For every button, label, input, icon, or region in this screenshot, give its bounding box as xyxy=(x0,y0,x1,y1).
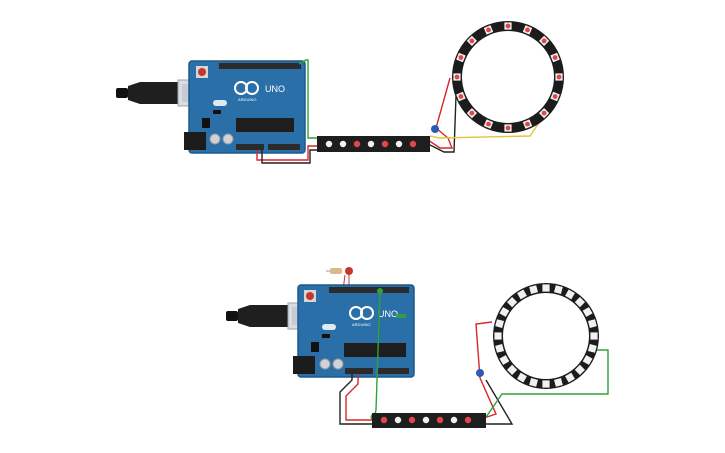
ring-top-led-9-glow xyxy=(505,125,511,131)
capacitor-1-top xyxy=(209,133,221,145)
strip-led-bottom-1 xyxy=(380,416,388,424)
atmega-chip-bottom xyxy=(344,343,406,357)
ring-bottom-led-1 xyxy=(542,284,550,292)
ring-top-led-16-glow xyxy=(486,27,491,33)
board-model-bottom: UNO xyxy=(378,309,398,319)
analog-header-top xyxy=(268,144,300,150)
arduino-board-bottom[interactable]: UNO ARDUINO xyxy=(297,284,415,378)
capacitor-2-top xyxy=(222,133,234,145)
ring-top-led-13-glow xyxy=(454,74,460,80)
capacitor-blue-bottom[interactable] xyxy=(476,369,484,377)
wire-green-ring-bottom xyxy=(483,349,609,421)
led-strip-top[interactable] xyxy=(317,136,430,152)
ring-bottom-led-7 xyxy=(590,332,598,340)
ring-top-led-10-glow xyxy=(486,121,491,127)
ring-bottom-led-2 xyxy=(553,285,563,295)
ring-bottom-led-14 xyxy=(529,377,539,387)
ring-bottom-led-3 xyxy=(565,289,575,300)
ring-bottom-led-18 xyxy=(495,343,505,353)
ring-bottom-led-13 xyxy=(542,380,550,388)
ring-top-led-6-glow xyxy=(552,94,558,99)
resistor-bottom xyxy=(330,268,342,274)
arduino-logo-bottom: UNO ARDUINO xyxy=(349,306,398,327)
arduino-board-top[interactable]: UNO ARDUINO xyxy=(188,60,306,154)
ring-bottom-led-12 xyxy=(553,377,563,387)
ring-top-led-11-glow xyxy=(469,110,475,116)
power-jack-top[interactable] xyxy=(184,132,206,150)
red-led-bottom xyxy=(345,267,353,275)
analog-header-bottom xyxy=(377,368,409,374)
strip-led-bottom-4 xyxy=(422,416,430,424)
ring-top-led-3-glow xyxy=(541,38,547,44)
ring-bottom-led-24 xyxy=(529,285,539,295)
wire-yellow-ring-top xyxy=(429,113,546,139)
arduino-logo-top: UNO ARDUINO xyxy=(234,81,285,102)
ring-bottom-led-8 xyxy=(587,343,597,353)
resistor-led-bottom[interactable] xyxy=(326,267,353,291)
strip-led-top-6 xyxy=(395,140,403,148)
atmega-chip-top xyxy=(236,118,294,132)
ring-bottom-led-6 xyxy=(587,319,597,329)
ring-bottom-led-19 xyxy=(494,332,502,340)
reset-button-top xyxy=(198,68,206,76)
ring-bottom-led-4 xyxy=(574,297,585,308)
led-strip-bottom[interactable] xyxy=(372,413,486,428)
ring-top-led-7-glow xyxy=(541,110,547,116)
ring-bottom-led-9 xyxy=(582,355,593,365)
wire-black-bottom xyxy=(339,374,374,425)
capacitor-1-bottom xyxy=(319,358,331,370)
strip-led-top-7 xyxy=(409,140,417,148)
wire-green-top xyxy=(298,59,320,139)
ring-top-led-2-glow xyxy=(525,27,530,33)
ring-bottom-led-11 xyxy=(565,372,575,383)
wire-black-top xyxy=(261,149,320,164)
board-logo-text-top: ARDUINO xyxy=(238,97,256,102)
ring-top-led-12-glow xyxy=(458,94,464,99)
ring-top-led-1-glow xyxy=(505,23,511,29)
ring-top-led-15-glow xyxy=(469,38,475,44)
power-jack-bottom[interactable] xyxy=(293,356,315,374)
wire-red-ring-top xyxy=(427,77,454,149)
board-logo-text-bottom: ARDUINO xyxy=(352,322,370,327)
ring-bottom-led-5 xyxy=(582,307,593,317)
ring-bottom-led-23 xyxy=(517,289,527,300)
ring-top-led-4-glow xyxy=(552,55,558,60)
capacitor-2-bottom xyxy=(332,358,344,370)
strip-led-top-1 xyxy=(325,140,333,148)
circuit-top: UNO ARDUINO xyxy=(116,21,564,164)
wire-red-bottom xyxy=(345,374,372,421)
ring-bottom-led-15 xyxy=(517,372,527,383)
power-header-top xyxy=(236,144,264,150)
ring-bottom-led-17 xyxy=(499,355,510,365)
digital-header-top xyxy=(219,63,301,69)
ring-top-led-5-glow xyxy=(556,74,562,80)
strip-led-bottom-2 xyxy=(394,416,402,424)
ring-bottom-led-21 xyxy=(499,307,510,317)
reset-button-bottom xyxy=(306,292,314,300)
circuit-bottom: UNO ARDUINO xyxy=(226,267,609,428)
wire-red-top xyxy=(256,145,320,161)
strip-led-top-5 xyxy=(381,140,389,148)
power-header-bottom xyxy=(345,368,373,374)
wires-top[interactable] xyxy=(256,59,546,164)
strip-led-top-2 xyxy=(339,140,347,148)
board-model-top: UNO xyxy=(265,84,285,94)
wire-red-ring-bottom xyxy=(475,321,497,419)
digital-header-bottom xyxy=(329,287,409,293)
wire-black-ring-bottom xyxy=(484,379,514,425)
strip-led-bottom-5 xyxy=(436,416,444,424)
ring-bottom-led-20 xyxy=(495,319,505,329)
ring-top-led-8-glow xyxy=(525,121,530,127)
strip-led-top-4 xyxy=(367,140,375,148)
led-ring-top[interactable] xyxy=(452,21,564,133)
strip-led-bottom-3 xyxy=(408,416,416,424)
led-ring-bottom[interactable] xyxy=(493,283,599,389)
capacitor-blue-top[interactable] xyxy=(431,125,439,133)
strip-led-bottom-7 xyxy=(464,416,472,424)
strip-led-top-3 xyxy=(353,140,361,148)
wire-black-ring-top xyxy=(427,95,457,153)
ring-top-led-14-glow xyxy=(458,55,464,60)
strip-led-bottom-6 xyxy=(450,416,458,424)
